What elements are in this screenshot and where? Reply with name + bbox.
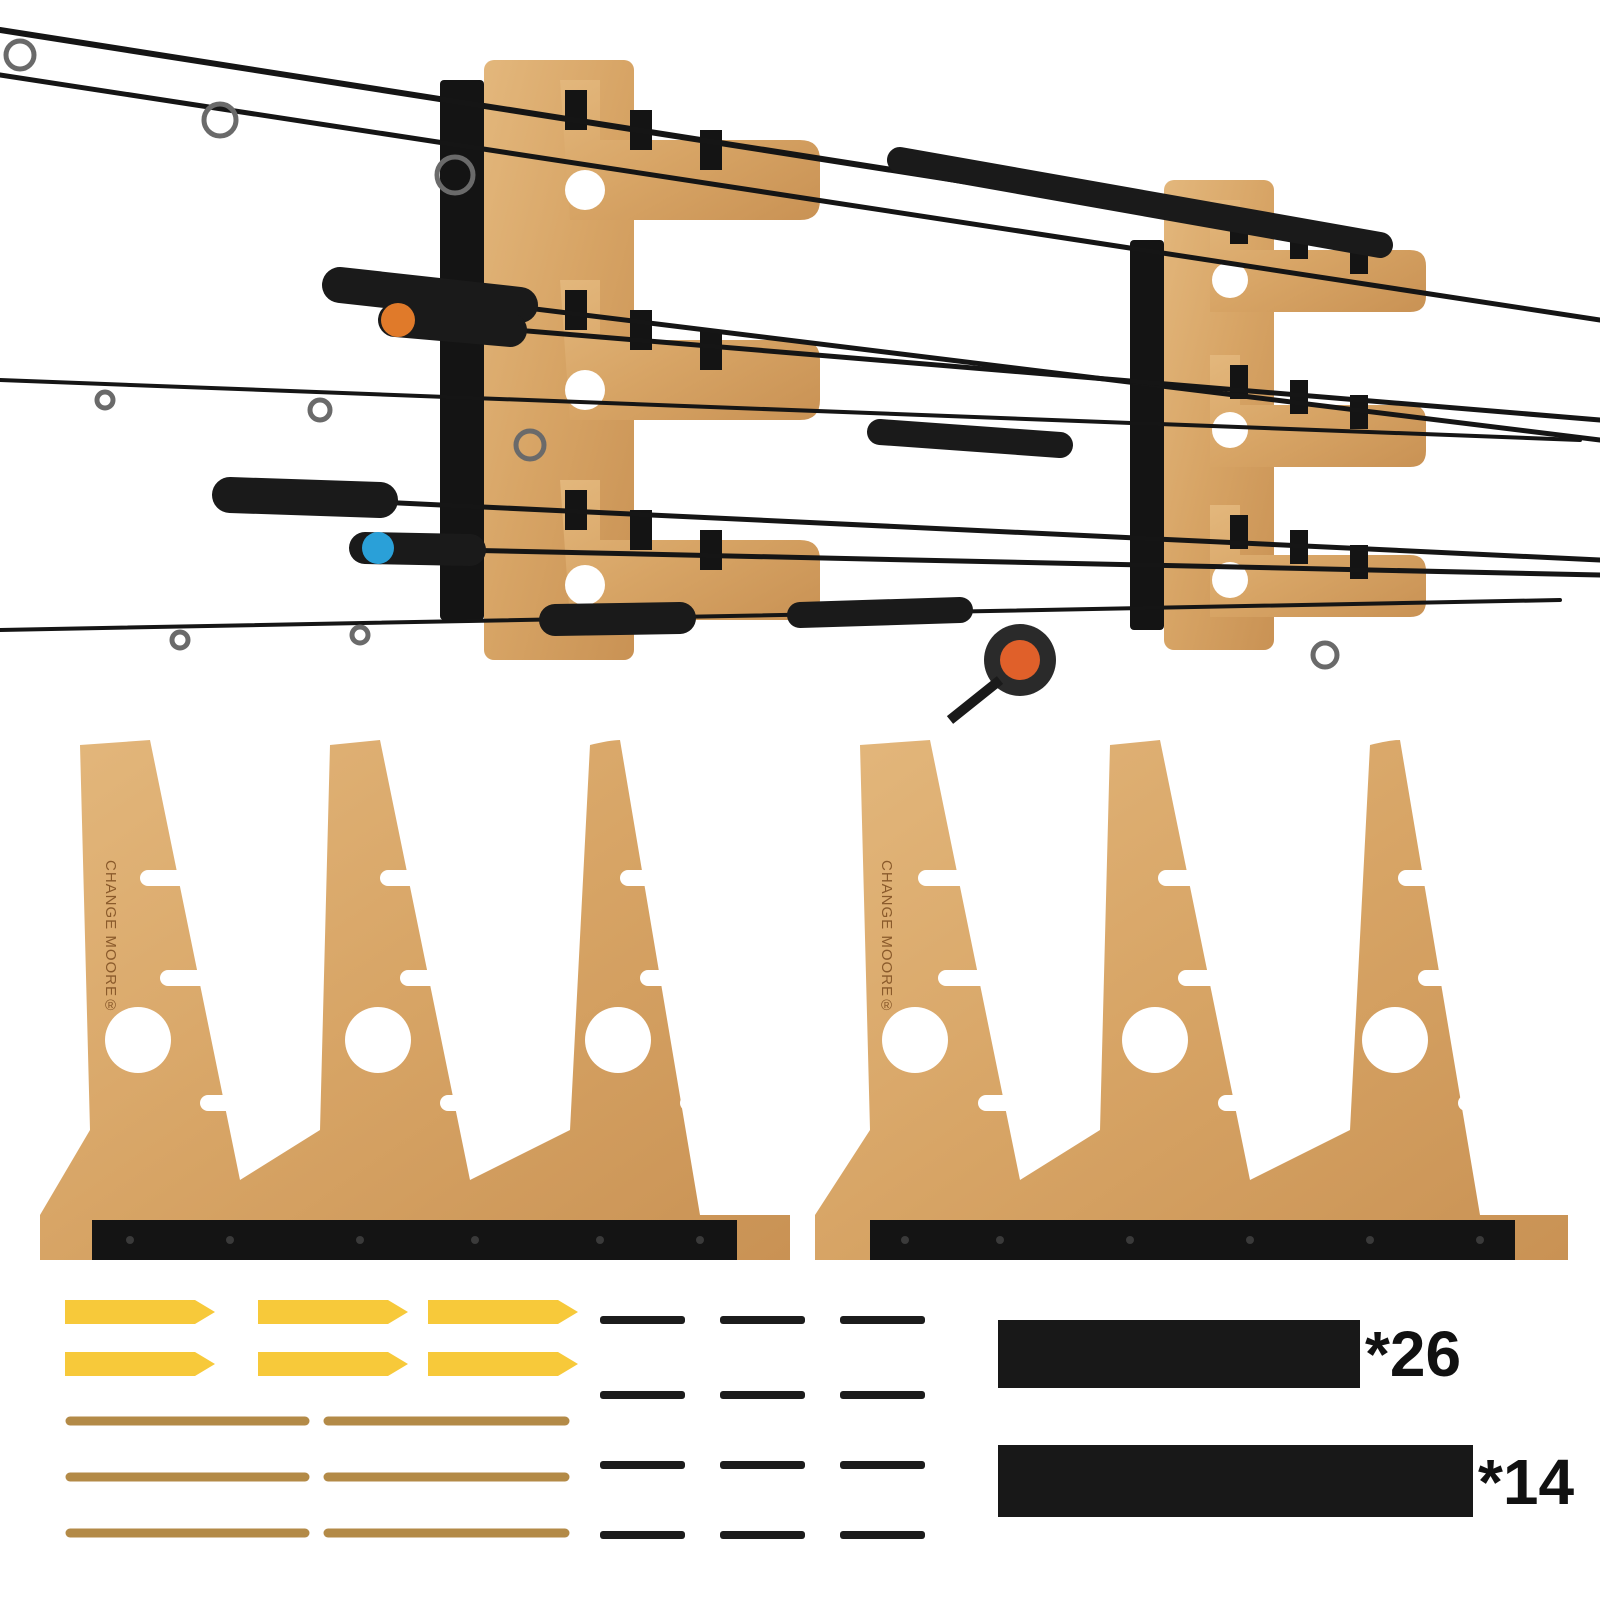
brand-name: CHANGE MOORE [878,860,895,998]
brand-suffix: ® [102,997,119,1016]
unassembled-rack-right [815,740,1568,1260]
short-foam-pad-count: *26 [1365,1318,1462,1390]
mounted-rack-photo [0,27,1600,724]
wood-screws [65,1416,570,1538]
unassembled-rack-left [40,740,790,1260]
rod-guide-icon [3,38,1340,670]
long-foam-pad-count: *14 [1478,1446,1575,1518]
long-foam-pad-icon [998,1445,1473,1517]
brand-logo-left: CHANGE MOORE® [102,860,119,1015]
brand-name: CHANGE MOORE [102,860,119,998]
mounting-screws [600,1316,925,1539]
metal-mounting-bar [870,1220,1515,1260]
brand-logo-right: CHANGE MOORE® [878,860,895,1015]
metal-mounting-bar [92,1220,737,1260]
brand-suffix: ® [878,997,895,1016]
wall-anchors [65,1300,578,1376]
short-foam-pad-icon [998,1320,1360,1388]
blue-rod-cap-icon [362,532,394,564]
reel-icon [946,624,1056,724]
orange-rod-cap-icon [381,303,415,337]
